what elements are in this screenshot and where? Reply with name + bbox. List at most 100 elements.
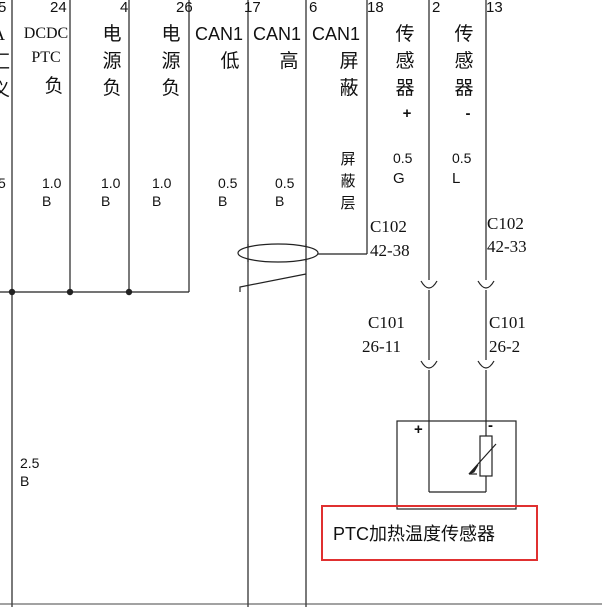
pin-number: 5 [0, 0, 6, 16]
wire-spec: 0.5 [452, 150, 472, 166]
pin-number: 4 [120, 0, 128, 16]
svg-text:器: 器 [454, 78, 473, 99]
pin-number: 2 [432, 0, 440, 16]
svg-text:A: A [0, 24, 5, 44]
sensor-minus-terminal: - [488, 417, 493, 434]
svg-text:42-33: 42-33 [487, 237, 527, 256]
can-shield-twisted-pair [237, 243, 367, 292]
ground-wire-spec: B [20, 473, 29, 489]
wire-spec: 1.0 [152, 175, 172, 191]
wire-spec: 0.5 [275, 175, 295, 191]
column-label-sensor-plus: 传 感 器 + [395, 23, 414, 122]
svg-text:源: 源 [102, 50, 121, 72]
wire-spec: 0.5 [218, 175, 238, 191]
svg-text:+: + [403, 105, 412, 122]
svg-text:电: 电 [161, 23, 180, 45]
svg-text:5: 5 [0, 175, 6, 191]
svg-text:-: - [466, 105, 471, 122]
svg-text:26-2: 26-2 [489, 337, 520, 356]
svg-text:蔽: 蔽 [339, 77, 358, 99]
svg-text:感: 感 [395, 50, 414, 72]
wire-spec: B [275, 193, 284, 209]
svg-text:高: 高 [279, 50, 298, 72]
connector-label-c102-left: C102 42-38 [370, 217, 410, 260]
sensor-box [396, 420, 517, 510]
ptc-temperature-sensor: + - PTC加热温度传感器 [321, 417, 538, 561]
wire-spec: 0.5 [393, 150, 413, 166]
sensor-title: PTC加热温度传感器 [333, 524, 495, 544]
svg-text:DCDC: DCDC [24, 25, 68, 42]
svg-text:负: 负 [102, 77, 121, 99]
connector-label-c101-left: C101 26-11 [362, 313, 405, 356]
connectors: C102 42-38 C102 42-33 C101 26-11 C101 26… [362, 214, 527, 492]
svg-text:感: 感 [454, 50, 473, 72]
wire-spec: B [218, 193, 227, 209]
pin-number: 13 [486, 0, 503, 16]
column-label-power-neg-2: 电 源 负 [161, 23, 180, 99]
svg-text:传: 传 [395, 23, 414, 45]
svg-text:屏: 屏 [339, 51, 358, 72]
pin-number: 18 [367, 0, 384, 16]
svg-text:传: 传 [454, 23, 473, 45]
svg-text:器: 器 [395, 78, 414, 99]
column-labels: A 汇 义 DCDC PTC 负 电 源 负 电 源 负 CAN1 低 CAN1… [0, 23, 474, 122]
svg-text:屏: 屏 [340, 152, 355, 168]
svg-text:层: 层 [340, 196, 355, 212]
connector-c101-left-symbol [420, 360, 438, 369]
pin-number: 6 [309, 0, 317, 16]
wire-spec: 1.0 [101, 175, 121, 191]
svg-text:42-38: 42-38 [370, 241, 410, 260]
pin-number: 17 [244, 0, 261, 16]
wire-spec: B [152, 193, 161, 209]
svg-text:汇: 汇 [0, 52, 10, 72]
shield-ellipse [237, 243, 319, 263]
column-label-can1-shield: CAN1 屏 蔽 [312, 24, 360, 99]
wire-specs: 5 1.0 B 1.0 B 1.0 B 0.5 B 0.5 B 屏 蔽 层 0.… [0, 150, 472, 489]
wire-spec: L [452, 170, 460, 187]
wire-spec-shield-layer: 屏 蔽 层 [340, 152, 355, 212]
wire-spec: 1.0 [42, 175, 62, 191]
connector-label-c101-right: C101 26-2 [489, 313, 526, 356]
connector-label-c102-right: C102 42-33 [487, 214, 527, 256]
twist-mark [239, 273, 307, 292]
svg-text:蔽: 蔽 [340, 173, 355, 190]
wire-spec: B [101, 193, 110, 209]
wire-spec: G [393, 170, 405, 187]
svg-text:负: 负 [44, 75, 63, 97]
svg-text:义: 义 [0, 80, 10, 100]
connector-c102-left-symbol [420, 280, 438, 289]
ground-wire-spec: 2.5 [20, 455, 40, 471]
junction-dot [125, 288, 133, 296]
wire-spec: B [42, 193, 51, 209]
junction-dot [8, 288, 16, 296]
svg-text:CAN1: CAN1 [253, 24, 301, 44]
pin-number: 26 [176, 0, 193, 16]
column-label-sensor-minus: 传 感 器 - [454, 23, 473, 122]
svg-text:C101: C101 [368, 313, 405, 332]
sensor-plus-terminal: + [414, 421, 423, 438]
column-wires [11, 0, 487, 607]
svg-text:PTC: PTC [31, 49, 60, 66]
column-label-can1-high: CAN1 高 [253, 24, 301, 72]
column-label-power-neg-1: 电 源 负 [102, 23, 121, 99]
connector-c102-right-symbol [477, 280, 495, 289]
svg-text:CAN1: CAN1 [195, 24, 243, 44]
svg-text:C101: C101 [489, 313, 526, 332]
svg-text:源: 源 [161, 50, 180, 72]
column-label-can1-low: CAN1 低 [195, 24, 243, 72]
svg-text:C102: C102 [487, 214, 524, 233]
top-pin-numbers: 5 24 4 26 17 6 18 2 13 [0, 0, 503, 16]
connector-c101-right-symbol [477, 360, 495, 369]
ground-bus [0, 288, 189, 296]
svg-text:电: 电 [102, 23, 121, 45]
svg-text:26-11: 26-11 [362, 337, 401, 356]
column-label-dcdc-ptc: DCDC PTC 负 [24, 25, 68, 97]
svg-text:C102: C102 [370, 217, 407, 236]
svg-text:负: 负 [161, 77, 180, 99]
svg-text:低: 低 [220, 50, 239, 72]
pin-number: 24 [50, 0, 67, 16]
svg-text:CAN1: CAN1 [312, 24, 360, 44]
sensor-highlight-box [321, 505, 538, 561]
junction-dot [66, 288, 74, 296]
